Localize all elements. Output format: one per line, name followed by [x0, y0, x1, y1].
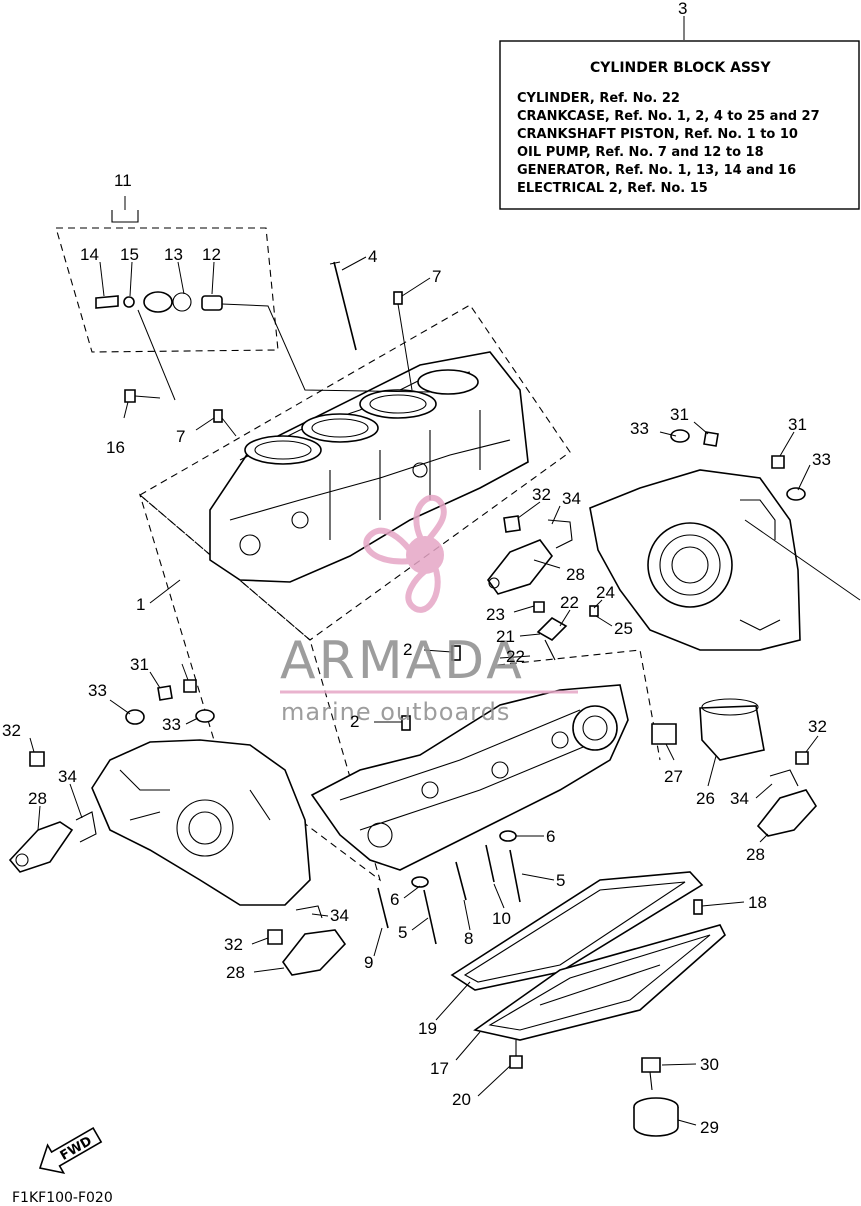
assembly-box-title: CYLINDER BLOCK ASSY: [590, 60, 771, 76]
assembly-line-5: GENERATOR, Ref. No. 1, 13, 14 and 16: [517, 163, 796, 178]
callout-28-upper: 28: [566, 565, 585, 584]
callout-31-left-a: 31: [130, 655, 149, 674]
callout-31-right-a: 31: [670, 405, 689, 424]
callout-28-right: 28: [746, 845, 765, 864]
watermark-tagline: marine outboards: [281, 698, 510, 726]
callout-26: 26: [696, 789, 715, 808]
callout-2-upper: 2: [403, 640, 412, 659]
lower-crankcase: [310, 684, 629, 871]
callout-18: 18: [748, 893, 767, 912]
callouts: 11 14 15 13 12 4 7 16 7 1 33 31 31 33 32…: [2, 171, 831, 1137]
callout-1: 1: [136, 595, 145, 614]
callout-11: 11: [114, 171, 132, 190]
cylinder-block: [209, 351, 529, 583]
callout-34-right: 34: [730, 789, 749, 808]
assembly-info-box: 3 CYLINDER BLOCK ASSY CYLINDER, Ref. No.…: [499, 0, 860, 210]
callout-20: 20: [452, 1090, 471, 1109]
callout-6-left: 6: [390, 890, 399, 909]
assembly-line-1: CYLINDER, Ref. No. 22: [517, 91, 680, 106]
callout-5-left: 5: [398, 923, 407, 942]
callout-17: 17: [430, 1059, 449, 1078]
assembly-line-2: CRANKCASE, Ref. No. 1, 2, 4 to 25 and 27: [517, 109, 820, 124]
leader-lines: [29, 256, 819, 1126]
figure-code: F1KF100-F020: [12, 1190, 113, 1206]
oil-pan-17: [473, 924, 726, 1041]
callout-32-bottom: 32: [224, 935, 243, 954]
callout-14: 14: [80, 245, 99, 264]
callout-7-lower: 7: [176, 427, 185, 446]
callout-31-right-b: 31: [788, 415, 807, 434]
callout-34-upper: 34: [562, 489, 581, 508]
callout-32-upper: 32: [532, 485, 551, 504]
callout-3: 3: [678, 0, 687, 18]
callout-12: 12: [202, 245, 221, 264]
right-cover: [589, 469, 861, 651]
callout-21: 21: [496, 627, 515, 646]
callout-33-right-a: 33: [630, 419, 649, 438]
callout-9: 9: [364, 953, 373, 972]
callout-33-left-a: 33: [88, 681, 107, 700]
callout-8: 8: [464, 929, 473, 948]
callout-32-left: 32: [2, 721, 21, 740]
callout-28-left: 28: [28, 789, 47, 808]
callout-15: 15: [120, 245, 139, 264]
callout-22-upper: 22: [560, 593, 579, 612]
gasket-19: [450, 871, 704, 991]
small-parts: [8, 261, 818, 1137]
callout-34-left: 34: [58, 767, 77, 786]
callout-24: 24: [596, 583, 615, 602]
watermark-brand: ARMADA: [280, 631, 525, 691]
callout-33-right-b: 33: [812, 450, 831, 469]
left-cover: [91, 739, 311, 906]
propeller-logo: [363, 494, 447, 613]
assembly-line-6: ELECTRICAL 2, Ref. No. 15: [517, 181, 708, 196]
callout-13: 13: [164, 245, 183, 264]
callout-22-lower: 22: [506, 647, 525, 666]
fwd-arrow-icon: FWD: [38, 1126, 103, 1174]
callout-4: 4: [368, 247, 377, 266]
callout-7-upper: 7: [432, 267, 441, 286]
callout-10: 10: [492, 909, 511, 928]
callout-33-left-b: 33: [162, 715, 181, 734]
callout-6-right: 6: [546, 827, 555, 846]
callout-23: 23: [486, 605, 505, 624]
callout-27: 27: [664, 767, 683, 786]
assembly-line-3: CRANKSHAFT PISTON, Ref. No. 1 to 10: [517, 127, 798, 142]
callout-29: 29: [700, 1118, 719, 1137]
callout-2-lower: 2: [350, 712, 359, 731]
callout-34-bottom: 34: [330, 906, 349, 925]
assembly-line-4: OIL PUMP, Ref. No. 7 and 12 to 18: [517, 145, 764, 160]
callout-5-right: 5: [556, 871, 565, 890]
callout-32-right: 32: [808, 717, 827, 736]
callout-28-bottom: 28: [226, 963, 245, 982]
callout-25: 25: [614, 619, 633, 638]
callout-16: 16: [106, 438, 125, 457]
callout-30: 30: [700, 1055, 719, 1074]
callout-19: 19: [418, 1019, 437, 1038]
armada-watermark: ARMADA marine outboards: [280, 494, 578, 726]
